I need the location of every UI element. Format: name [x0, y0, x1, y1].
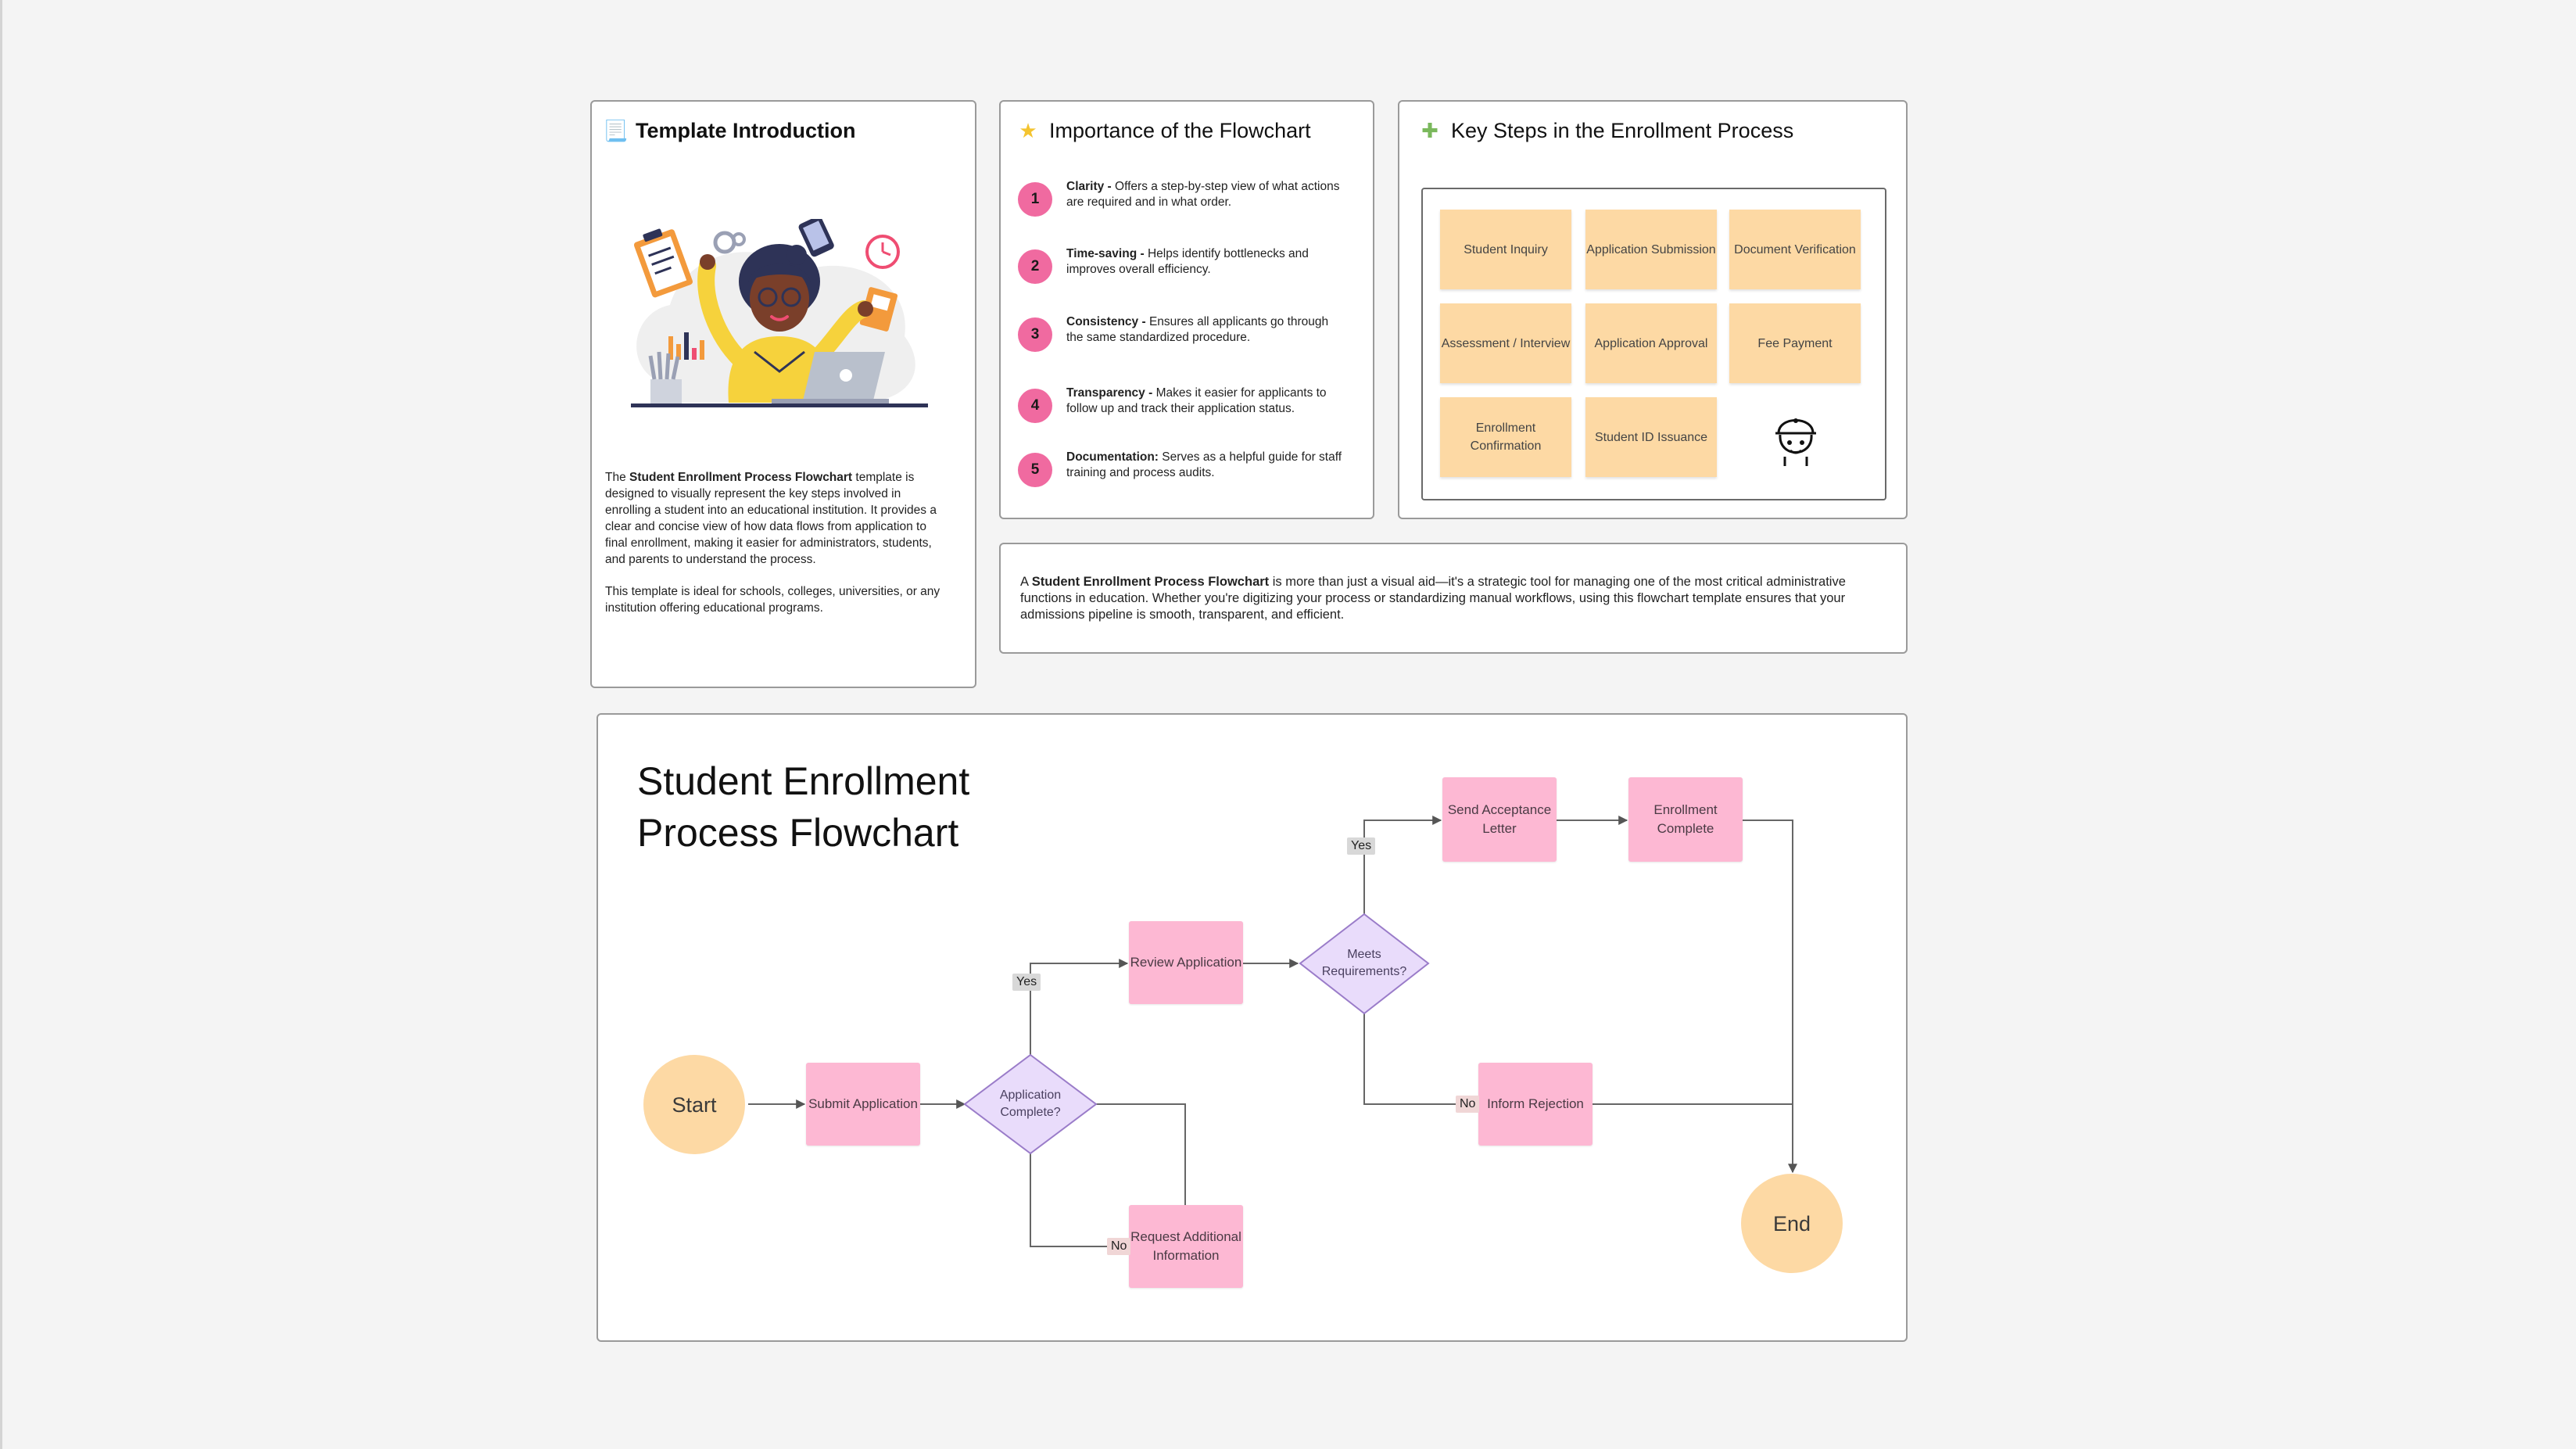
- connector-complete-request: [1030, 1153, 1129, 1251]
- key-steps-frame[interactable]: Student Inquiry Application Submission D…: [1421, 188, 1886, 500]
- summary-card[interactable]: A Student Enrollment Process Flowchart i…: [999, 543, 1908, 654]
- step-number-badge: 2: [1018, 249, 1052, 284]
- application-complete-label[interactable]: Application Complete?: [999, 1089, 1062, 1119]
- importance-item-text: Documentation: Serves as a helpful guide…: [1066, 450, 1342, 479]
- importance-item: 2 Time-saving - Helps identify bottlenec…: [1018, 246, 1348, 284]
- student-multitasking-illustration: [631, 219, 928, 407]
- flowchart-connectors: [748, 816, 1797, 1251]
- step-number-badge: 5: [1018, 453, 1052, 487]
- importance-item-text: Time-saving - Helps identify bottlenecks…: [1066, 247, 1309, 276]
- yes-label: Yes: [1347, 837, 1376, 855]
- decision-diamond-meets-requirements: [1299, 913, 1430, 1015]
- importance-item: 1 Clarity - Offers a step-by-step view o…: [1018, 179, 1348, 217]
- decision-diamond-application-complete: [963, 1053, 1098, 1155]
- intro-card-title: 📃 Template Introduction: [603, 119, 856, 143]
- puzzle-icon: ✚: [1421, 119, 1438, 142]
- connector-enrolled-end: [1742, 820, 1797, 1174]
- importance-card[interactable]: ★ Importance of the Flowchart 1 Clarity …: [999, 100, 1374, 519]
- intro-paragraph-2: This template is ideal for schools, coll…: [605, 585, 940, 615]
- review-application-node[interactable]: Review Application: [1129, 921, 1243, 1004]
- importance-item-text: Clarity - Offers a step-by-step view of …: [1066, 180, 1340, 209]
- enrollment-complete-node[interactable]: Enrollment Complete: [1628, 777, 1743, 862]
- template-introduction-card[interactable]: 📃 Template Introduction: [590, 100, 976, 688]
- end-node[interactable]: End: [1741, 1174, 1843, 1273]
- summary-text: A Student Enrollment Process Flowchart i…: [1020, 575, 1846, 622]
- importance-item: 3 Consistency - Ensures all applicants g…: [1018, 314, 1348, 352]
- key-steps-title-text: Key Steps in the Enrollment Process: [1451, 119, 1794, 142]
- sticky-note-student-id-issuance[interactable]: Student ID Issuance: [1585, 397, 1717, 477]
- sticky-note-document-verification[interactable]: Document Verification: [1729, 210, 1861, 289]
- connector-meets-reject: [1363, 1013, 1478, 1109]
- scroll-icon: 📃: [603, 119, 629, 142]
- no-label: No: [1107, 1238, 1131, 1255]
- meets-requirements-label[interactable]: Meets Requirements?: [1321, 948, 1407, 978]
- star-icon: ★: [1019, 119, 1037, 142]
- sticky-note-enrollment-confirmation[interactable]: Enrollment Confirmation: [1440, 397, 1571, 477]
- connector-complete-review: [1030, 959, 1129, 1055]
- intro-paragraph-1: The Student Enrollment Process Flowchart…: [605, 471, 937, 566]
- key-steps-card[interactable]: ✚ Key Steps in the Enrollment Process St…: [1398, 100, 1908, 519]
- request-additional-information-node[interactable]: Request Additional Information: [1129, 1205, 1243, 1288]
- step-number-badge: 3: [1018, 317, 1052, 352]
- importance-title-text: Importance of the Flowchart: [1049, 119, 1311, 142]
- step-number-badge: 1: [1018, 182, 1052, 217]
- send-acceptance-letter-node[interactable]: Send Acceptance Letter: [1442, 777, 1557, 862]
- importance-card-title: ★ Importance of the Flowchart: [1016, 119, 1311, 143]
- submit-application-node[interactable]: Submit Application: [806, 1063, 920, 1146]
- start-node[interactable]: Start: [643, 1055, 745, 1154]
- sticky-note-fee-payment[interactable]: Fee Payment: [1729, 303, 1861, 383]
- importance-item: 5 Documentation: Serves as a helpful gui…: [1018, 450, 1348, 487]
- sticky-note-student-inquiry[interactable]: Student Inquiry: [1440, 210, 1571, 289]
- step-number-badge: 4: [1018, 389, 1052, 423]
- yes-label: Yes: [1012, 974, 1041, 991]
- student-cap-icon: [1775, 418, 1816, 466]
- inform-rejection-node[interactable]: Inform Rejection: [1478, 1063, 1593, 1146]
- intro-title-text: Template Introduction: [636, 119, 856, 142]
- connector-complete-right: [1096, 1103, 1186, 1205]
- key-steps-card-title: ✚ Key Steps in the Enrollment Process: [1418, 119, 1793, 143]
- connector-meets-send: [1363, 816, 1442, 914]
- sticky-note-application-submission[interactable]: Application Submission: [1585, 210, 1717, 289]
- no-label: No: [1456, 1096, 1480, 1113]
- sticky-note-assessment-interview[interactable]: Assessment / Interview: [1440, 303, 1571, 383]
- intro-description: The Student Enrollment Process Flowchart…: [605, 469, 941, 632]
- importance-item-text: Transparency - Makes it easier for appli…: [1066, 386, 1327, 415]
- importance-item-text: Consistency - Ensures all applicants go …: [1066, 315, 1329, 344]
- sticky-note-application-approval[interactable]: Application Approval: [1585, 303, 1717, 383]
- importance-item: 4 Transparency - Makes it easier for app…: [1018, 386, 1348, 423]
